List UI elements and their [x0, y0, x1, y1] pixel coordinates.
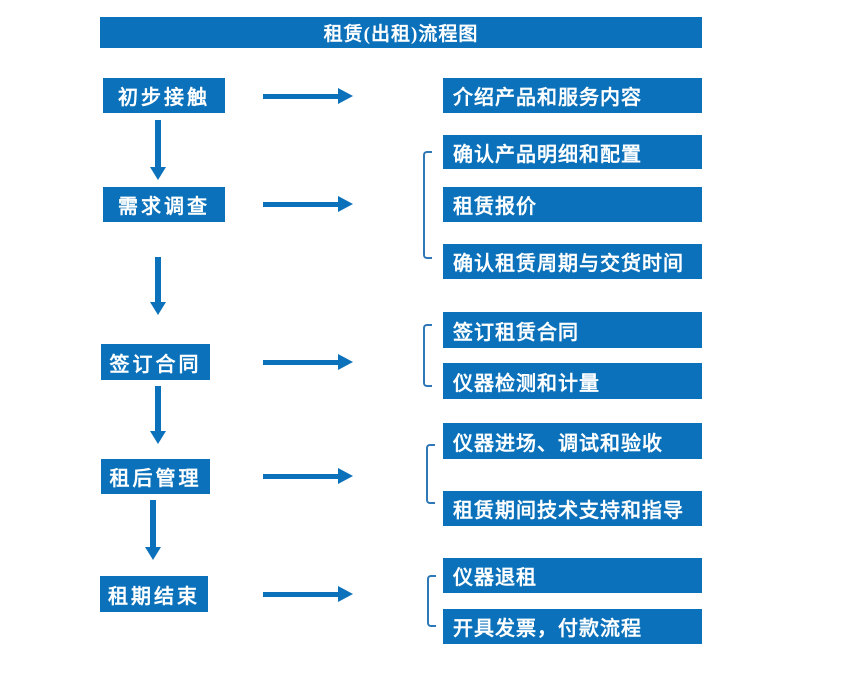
- arrow-head: [150, 167, 166, 180]
- arrow-shaft: [263, 94, 338, 99]
- arrow-right-icon: [263, 468, 353, 484]
- detail-box-tech-support: 租赁期间技术支持和指导: [443, 491, 702, 526]
- step-box-rental-end: 租期结束: [100, 576, 208, 612]
- group-bracket-icon: [423, 151, 432, 259]
- group-bracket-icon: [426, 444, 435, 504]
- arrow-right-icon: [263, 196, 353, 212]
- arrow-head: [150, 302, 166, 315]
- detail-box-instrument-inspection: 仪器检测和计量: [443, 363, 702, 399]
- arrow-shaft: [263, 202, 338, 207]
- step-box-initial-contact: 初步接触: [103, 78, 225, 113]
- detail-box-instrument-setup-acceptance: 仪器进场、调试和验收: [443, 423, 702, 459]
- detail-box-introduce-products: 介绍产品和服务内容: [443, 78, 702, 113]
- flowchart-title: 租赁(出租)流程图: [100, 17, 702, 48]
- arrow-head: [338, 468, 353, 484]
- detail-box-instrument-return: 仪器退租: [443, 558, 702, 593]
- arrow-down-icon: [150, 386, 166, 444]
- arrow-head: [150, 431, 166, 444]
- arrow-shaft: [155, 120, 161, 167]
- detail-box-confirm-product-config: 确认产品明细和配置: [443, 135, 702, 169]
- arrow-head: [145, 547, 161, 560]
- detail-box-rental-quote: 租赁报价: [443, 187, 702, 222]
- arrow-shaft: [263, 474, 338, 479]
- arrow-head: [338, 586, 353, 602]
- step-box-sign-contract: 签订合同: [101, 344, 210, 380]
- arrow-head: [338, 196, 353, 212]
- arrow-right-icon: [263, 354, 353, 370]
- arrow-shaft: [263, 360, 338, 365]
- arrow-down-icon: [145, 500, 161, 560]
- step-box-demand-survey: 需求调查: [103, 187, 225, 222]
- arrow-head: [338, 88, 353, 104]
- arrow-down-icon: [150, 257, 166, 315]
- arrow-right-icon: [263, 586, 353, 602]
- arrow-head: [338, 354, 353, 370]
- arrow-shaft: [155, 386, 161, 431]
- detail-box-invoice-payment: 开具发票，付款流程: [443, 609, 702, 644]
- detail-box-sign-rental-contract: 签订租赁合同: [443, 312, 702, 348]
- arrow-shaft: [263, 592, 338, 597]
- group-bracket-icon: [427, 575, 436, 627]
- step-box-post-rental-management: 租后管理: [101, 459, 210, 494]
- arrow-right-icon: [263, 88, 353, 104]
- arrow-down-icon: [150, 120, 166, 180]
- arrow-shaft: [155, 257, 161, 302]
- arrow-shaft: [150, 500, 156, 547]
- detail-box-confirm-period-delivery: 确认租赁周期与交货时间: [443, 244, 702, 279]
- group-bracket-icon: [423, 324, 432, 387]
